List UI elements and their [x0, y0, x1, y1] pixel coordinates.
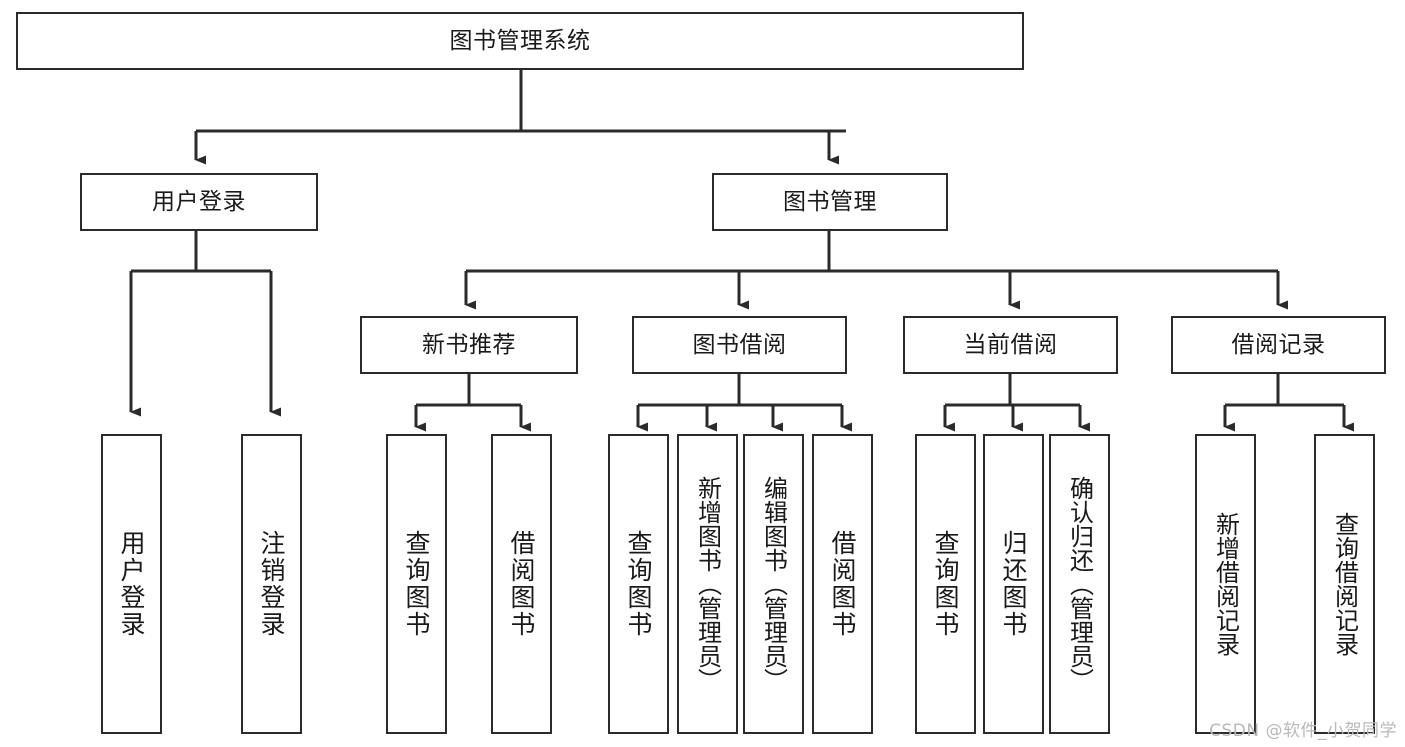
node-leaf-query-book-1-label: 查询图书	[402, 530, 431, 638]
node-root-label: 图书管理系统	[449, 27, 591, 54]
node-leaf-query-book-2[interactable]: 查询图书	[608, 434, 669, 734]
node-user-login-label: 用户登录	[152, 188, 246, 215]
node-root[interactable]: 图书管理系统	[16, 12, 1024, 70]
node-leaf-query-book-3[interactable]: 查询图书	[915, 434, 976, 734]
node-leaf-add-book-admin[interactable]: 新增图书（管理员）	[677, 434, 738, 734]
node-borrow-record-label: 借阅记录	[1231, 331, 1326, 358]
node-leaf-user-login-label: 用户登录	[117, 530, 146, 638]
node-book-borrow-label: 图书借阅	[692, 331, 787, 358]
node-leaf-user-logout-label: 注销登录	[257, 530, 286, 638]
node-leaf-user-logout[interactable]: 注销登录	[241, 434, 302, 734]
node-leaf-borrow-book-1[interactable]: 借阅图书	[491, 434, 552, 734]
node-leaf-query-book-1[interactable]: 查询图书	[386, 434, 447, 734]
node-new-book-recommend-label: 新书推荐	[422, 331, 516, 358]
node-book-manage-label: 图书管理	[783, 188, 877, 215]
node-leaf-query-borrow-record[interactable]: 查询借阅记录	[1314, 434, 1375, 734]
node-leaf-borrow-book-2[interactable]: 借阅图书	[812, 434, 873, 734]
node-leaf-borrow-book-1-label: 借阅图书	[507, 530, 536, 638]
node-leaf-return-book[interactable]: 归还图书	[983, 434, 1044, 734]
node-leaf-query-borrow-record-label: 查询借阅记录	[1330, 512, 1359, 656]
node-book-borrow[interactable]: 图书借阅	[632, 316, 847, 374]
node-leaf-user-login[interactable]: 用户登录	[101, 434, 162, 734]
node-user-login[interactable]: 用户登录	[80, 173, 318, 231]
node-leaf-add-book-admin-label: 新增图书（管理员）	[693, 476, 722, 692]
csdn-watermark: CSDN @软件_小贺同学	[1209, 721, 1397, 741]
node-current-borrow-label: 当前借阅	[963, 331, 1058, 358]
node-current-borrow[interactable]: 当前借阅	[903, 316, 1118, 374]
node-leaf-borrow-book-2-label: 借阅图书	[828, 530, 857, 638]
node-new-book-recommend[interactable]: 新书推荐	[360, 316, 578, 374]
node-leaf-add-borrow-record-label: 新增借阅记录	[1211, 512, 1240, 656]
node-borrow-record[interactable]: 借阅记录	[1171, 316, 1386, 374]
node-leaf-confirm-return-admin-label: 确认归还（管理员）	[1065, 476, 1094, 692]
node-leaf-query-book-2-label: 查询图书	[624, 530, 653, 638]
node-book-manage[interactable]: 图书管理	[712, 173, 948, 231]
node-leaf-return-book-label: 归还图书	[999, 530, 1028, 638]
node-leaf-add-borrow-record[interactable]: 新增借阅记录	[1195, 434, 1256, 734]
node-leaf-query-book-3-label: 查询图书	[931, 530, 960, 638]
node-leaf-confirm-return-admin[interactable]: 确认归还（管理员）	[1049, 434, 1110, 734]
node-leaf-edit-book-admin-label: 编辑图书（管理员）	[759, 476, 788, 692]
node-leaf-edit-book-admin[interactable]: 编辑图书（管理员）	[743, 434, 804, 734]
